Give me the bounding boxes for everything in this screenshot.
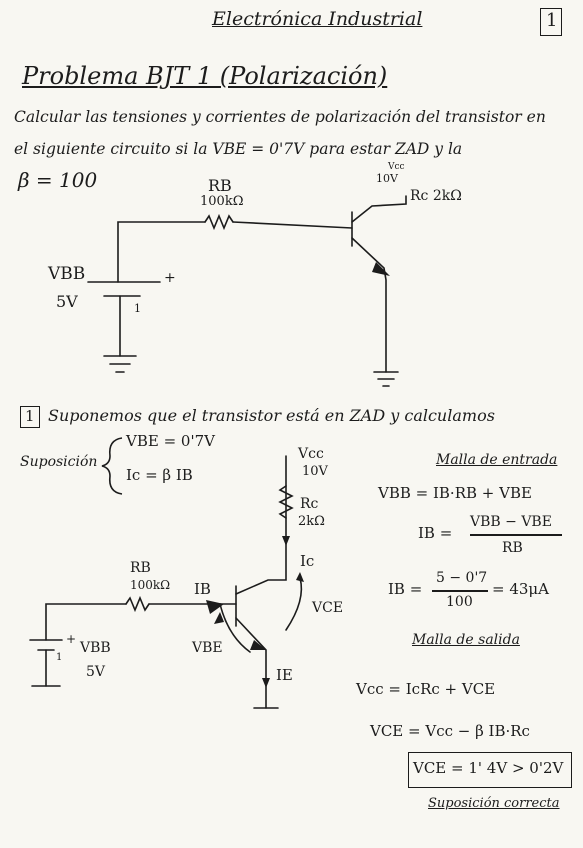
c1-rb-label: RB [208,176,232,195]
ic-arrow-icon [282,536,290,546]
result-box: VCE = 1' 4V > 0'2V [408,752,572,788]
emitter-arrow-icon [372,262,390,276]
c2-ic-label: Ic [300,552,315,570]
c1-vbb-value: 5V [56,292,78,311]
eq2-lhs: IB = [418,524,453,542]
assumption-vbe: VBE = 0'7V [126,432,215,450]
result-value: VCE = 1' 4V > 0'2V [413,759,564,777]
eq3-rhs: = 43μA [492,580,550,598]
emitter-arrow-2-icon [250,640,266,650]
c2-vcc-label: Vcc [298,446,324,462]
c2-ib-label: IB [194,580,211,598]
eq2-num: VBB − VBE [470,514,552,530]
ib-arrow-icon [206,600,224,614]
conclusion: Suposición correcta [428,796,560,811]
vce-arrow-icon [296,572,304,582]
page-number: 1 [546,10,558,31]
eq3-fraction-bar [432,590,488,592]
c2-vce-label: VCE [312,600,344,616]
c1-plus: + [164,270,176,286]
c2-vbb-value: 5V [86,664,106,680]
c2-rc-value: 2kΩ [298,514,325,529]
c2-plus: + [66,632,77,646]
c2-vbb-label: VBB [80,640,111,656]
suposicion-label: Suposición [20,454,98,470]
c2-vbe-label: VBE [192,640,223,656]
eq1: VBB = IB·RB + VBE [378,484,532,502]
statement-line-2: el siguiente circuito si la VBE = 0'7V p… [14,140,463,158]
statement-line-3: β = 100 [18,168,98,192]
eq3-lhs: IB = [388,580,423,598]
eq4: Vcc = IcRc + VCE [356,680,496,698]
eq2-fraction-bar [470,534,562,536]
c2-ie-label: IE [276,666,293,684]
output-mesh-title: Malla de salida [412,632,520,648]
c2-vcc-value: 10V [302,464,328,479]
c1-rb-value: 100kΩ [200,194,244,209]
eq2-den: RB [502,540,523,556]
page-number-box: 1 [540,8,562,36]
step-number-box: 1 [20,406,40,428]
assumption-ic: Ic = β IB [126,466,193,484]
eq5: VCE = Vcc − β IB·Rc [370,722,530,740]
c2-minus: 1 [56,652,63,663]
c1-vcc-small: 10V [376,172,398,185]
eq3-num: 5 − 0'7 [436,570,488,586]
c2-rb-value: 100kΩ [130,578,171,592]
problem-title: Problema BJT 1 (Polarización) [22,62,388,90]
course-title: Electrónica Industrial [212,8,423,30]
statement-line-1: Calcular las tensiones y corrientes de p… [14,108,546,126]
c1-vcc-sub: Vcc [388,162,405,172]
input-mesh-title: Malla de entrada [436,452,558,468]
c2-rc-label: Rc [300,496,319,512]
step-number: 1 [25,407,35,425]
c2-rb-label: RB [130,560,151,576]
c1-vbb-label: VBB [48,264,86,284]
eq3-den: 100 [446,594,473,610]
c1-rc-label: Rc 2kΩ [410,188,462,204]
c1-minus: 1 [134,302,141,315]
step-heading: Suponemos que el transistor está en ZAD … [48,406,495,425]
vbe-arrow-icon [214,612,224,624]
ie-arrow-icon [262,678,270,688]
